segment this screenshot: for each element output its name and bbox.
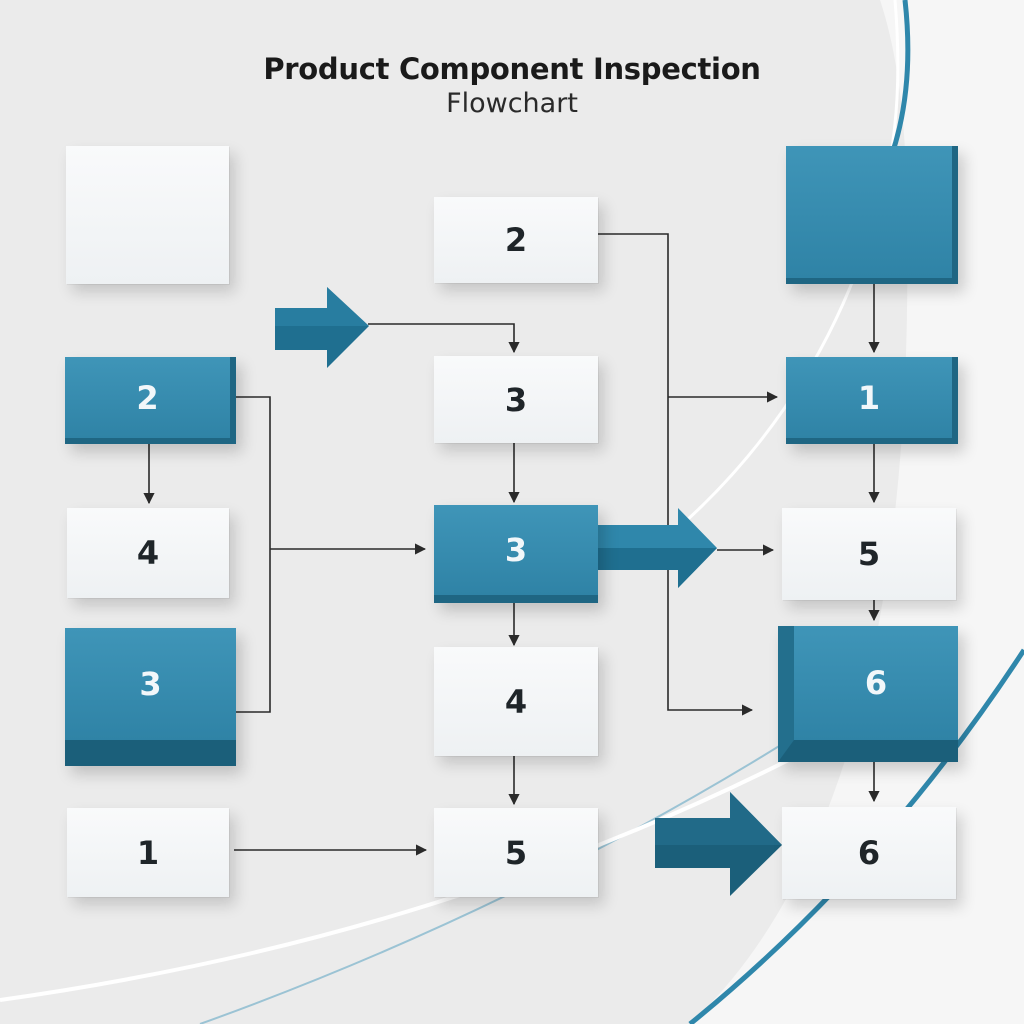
node-mid-4[interactable]: 4 (434, 647, 598, 756)
page-title: Product Component Inspection (263, 52, 761, 86)
node-right-6b[interactable]: 6 (782, 807, 956, 899)
node-mid-2[interactable]: 2 (434, 197, 598, 283)
node-left-2[interactable]: 2 (65, 357, 236, 444)
node-left-3[interactable]: 3 (65, 628, 236, 766)
node-left-4[interactable]: 4 (67, 508, 229, 598)
node-right-1[interactable]: 1 (786, 357, 958, 444)
node-mid-5[interactable]: 5 (434, 808, 598, 897)
node-mid-3b[interactable]: 3 (434, 505, 598, 603)
node-right-top[interactable] (786, 146, 958, 284)
node-left-top[interactable] (66, 146, 229, 284)
node-mid-3a[interactable]: 3 (434, 356, 598, 443)
node-left-1[interactable]: 1 (67, 808, 229, 897)
page-subtitle: Flowchart (446, 88, 578, 119)
node-right-5[interactable]: 5 (782, 508, 956, 600)
node-right-6a[interactable]: 6 (778, 626, 958, 762)
